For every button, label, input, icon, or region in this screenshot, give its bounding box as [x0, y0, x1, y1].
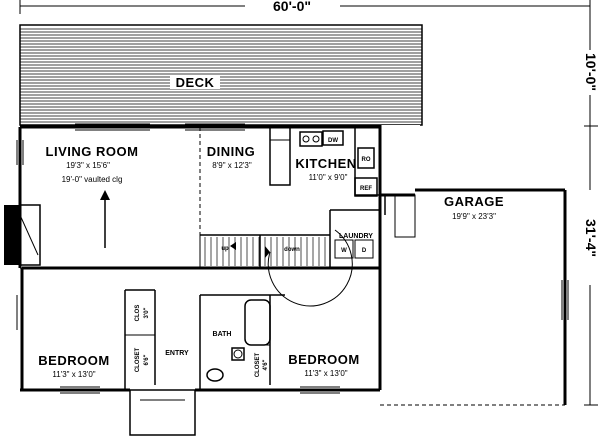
closet-right-label: CLOSET [255, 353, 261, 378]
interior-walls [22, 209, 380, 270]
clos-size: 3'0" [144, 307, 150, 318]
right-dimension-line: 10'-0" 31'-4" [583, 12, 599, 406]
closet-left-size: 6'6" [144, 354, 150, 365]
clos-label: CLOS [135, 305, 141, 322]
garage-depth-label: 31'-4" [583, 219, 599, 257]
bottom-windows [60, 386, 340, 394]
stairs-down-label: down [284, 247, 300, 253]
ref-label: REF [360, 186, 372, 192]
kitchen-label: KITCHEN [295, 156, 356, 171]
bath-label: BATH [213, 331, 232, 338]
bedroom-right-size: 11'3" x 13'0" [304, 369, 347, 378]
bedroom-walls [124, 289, 285, 390]
garage-label: GARAGE [444, 194, 504, 209]
entry-porch [129, 389, 196, 436]
slider-doors [75, 123, 245, 131]
deck-depth-label: 10'-0" [583, 53, 599, 91]
living-room-size: 19'3" x 15'6" [66, 161, 110, 170]
vaulted-arrow [100, 190, 110, 248]
kitchen-bay [378, 125, 420, 195]
garage-size: 19'9" x 23'3" [452, 212, 496, 221]
left-windows [16, 140, 24, 330]
bedroom-left-label: BEDROOM [38, 353, 109, 368]
kitchen-size: 11'0" x 9'0" [309, 173, 348, 182]
dryer-label: D [362, 248, 367, 254]
laundry-label: LAUNDRY [339, 233, 373, 240]
closet-left-label: CLOSET [135, 348, 141, 373]
fireplace [4, 204, 41, 266]
kitchen-counters [269, 127, 380, 197]
stairs-up-label: up [221, 246, 229, 252]
deck: DECK [19, 24, 423, 126]
overall-width-label: 60'-0" [273, 0, 311, 14]
deck-boards [20, 28, 422, 123]
bedroom-right-label: BEDROOM [288, 352, 359, 367]
dw-label: DW [328, 138, 338, 144]
dining-size: 8'9" x 12'3" [212, 161, 252, 170]
living-room-label: LIVING ROOM [46, 144, 139, 159]
bedroom-left-size: 11'3" x 13'0" [52, 370, 95, 379]
garage [380, 188, 569, 406]
closet-right-size: 4'6" [263, 359, 269, 370]
range-label: RO [362, 157, 371, 163]
stairs [199, 229, 353, 307]
washer-label: W [341, 248, 347, 254]
top-dimension-line: 60'-0" [19, 0, 591, 14]
living-room-note: 19'-0" vaulted clg [62, 175, 123, 184]
entry-label: ENTRY [165, 350, 189, 357]
deck-label: DECK [176, 75, 215, 90]
dining-label: DINING [207, 144, 256, 159]
